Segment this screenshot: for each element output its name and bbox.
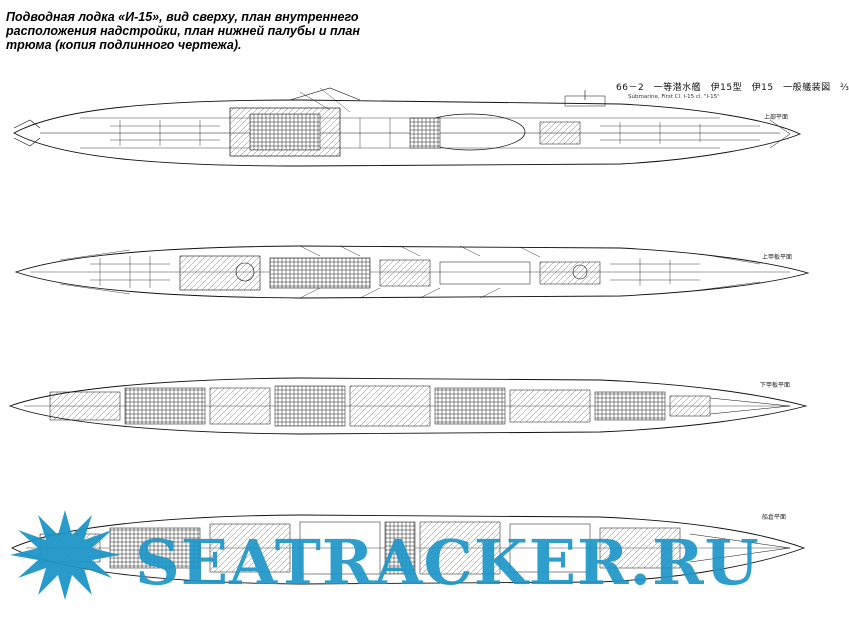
caption-line-3: трюма (копия подлинного чертежа).	[6, 38, 242, 52]
plan-label-lower-deck: 下甲板平面	[760, 382, 791, 389]
drawing-title-japanese: 66－2 一等潜水艦 伊15型 伊15 一般艤装図 ⅔	[616, 83, 849, 93]
watermark-starburst-logo	[10, 510, 120, 600]
watermark-text: SEATRACKER.RU	[135, 526, 760, 599]
plan-label-superstructure: 上甲板平面	[762, 254, 793, 261]
submarine-drawing	[8, 87, 810, 600]
plan-label-hold: 船倉平面	[762, 514, 787, 521]
caption-line-2: расположения надстройки, план нижней пал…	[6, 24, 360, 38]
plan-label-top-view: 上部平面	[764, 114, 789, 121]
drawing-caption: Подводная лодка «И-15», вид сверху, план…	[6, 10, 426, 52]
drawing-title-english: Submarine, First Cl. I-15 cl. "I-15"	[628, 94, 720, 100]
hull-lower-deck-plan	[8, 377, 808, 435]
hull-superstructure-plan	[14, 245, 810, 299]
caption-line-1: Подводная лодка «И-15», вид сверху, план…	[6, 10, 359, 24]
hull-top-view	[13, 87, 802, 167]
